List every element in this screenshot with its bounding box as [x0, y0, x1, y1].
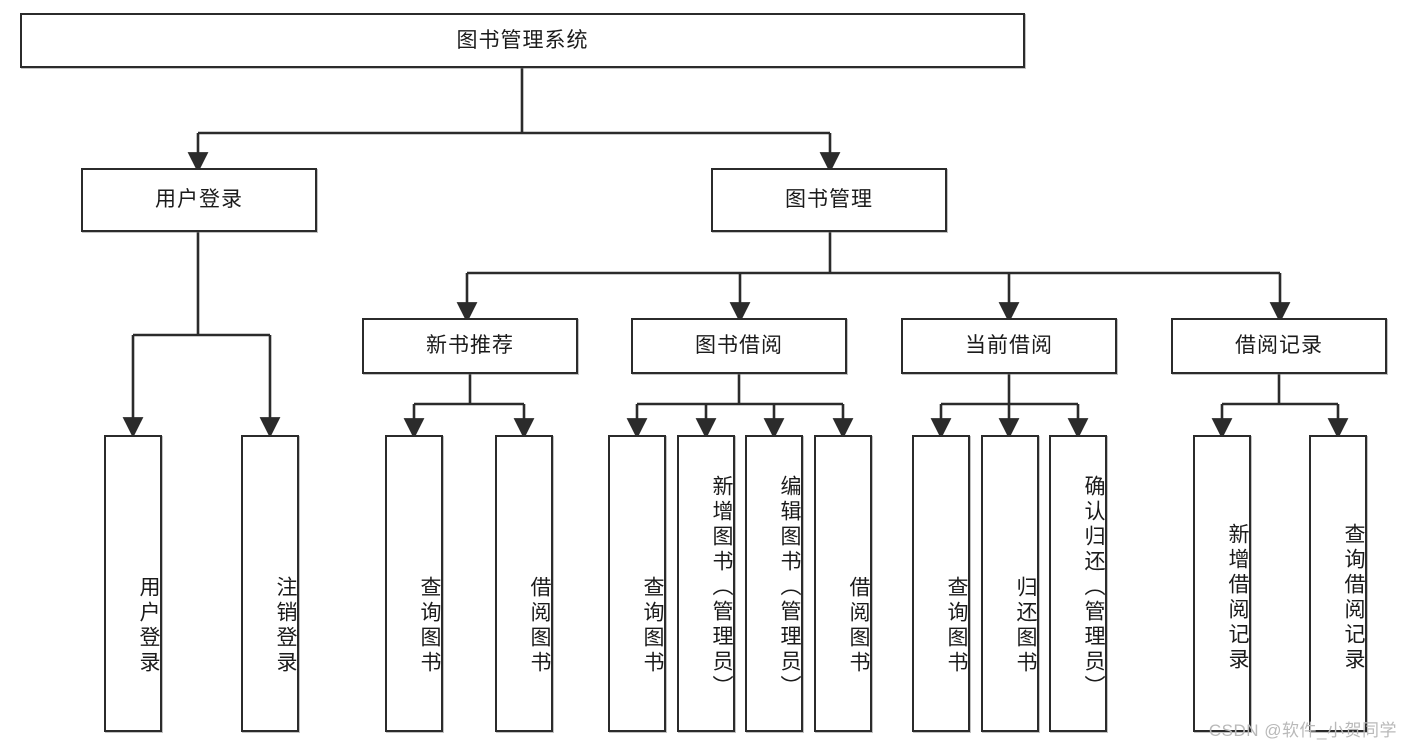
node-leaf-logout[interactable]: 注销登录 — [241, 435, 299, 732]
node-leaf-add-record-label: 新增借阅记录 — [1226, 522, 1249, 673]
node-leaf-return-book[interactable]: 归还图书 — [981, 435, 1039, 732]
node-leaf-confirm-return-label: 确认归还（管理员） — [1082, 475, 1105, 700]
node-leaf-borrow-book-2-label: 借阅图书 — [847, 576, 870, 676]
node-leaf-borrow-book-2[interactable]: 借阅图书 — [814, 435, 872, 732]
node-leaf-user-login[interactable]: 用户登录 — [104, 435, 162, 732]
node-leaf-add-book[interactable]: 新增图书（管理员） — [677, 435, 735, 732]
node-leaf-query-record-label: 查询借阅记录 — [1342, 522, 1365, 673]
node-leaf-confirm-return[interactable]: 确认归还（管理员） — [1049, 435, 1107, 732]
node-leaf-query-record[interactable]: 查询借阅记录 — [1309, 435, 1367, 732]
node-leaf-query-book-3-label: 查询图书 — [945, 576, 968, 676]
node-leaf-query-book-1-label: 查询图书 — [418, 576, 441, 676]
watermark-text: CSDN @软件_小贺同学 — [1208, 721, 1397, 740]
node-user-login[interactable]: 用户登录 — [81, 168, 317, 232]
node-new-book-rec[interactable]: 新书推荐 — [362, 318, 578, 374]
node-book-borrow[interactable]: 图书借阅 — [631, 318, 847, 374]
node-leaf-add-record[interactable]: 新增借阅记录 — [1193, 435, 1251, 732]
node-book-manage[interactable]: 图书管理 — [711, 168, 947, 232]
node-new-book-rec-label: 新书推荐 — [426, 334, 514, 358]
node-user-login-label: 用户登录 — [155, 188, 243, 212]
node-leaf-user-login-label: 用户登录 — [137, 576, 160, 676]
node-leaf-return-book-label: 归还图书 — [1014, 576, 1037, 676]
node-leaf-borrow-book-1-label: 借阅图书 — [528, 576, 551, 676]
node-leaf-borrow-book-1[interactable]: 借阅图书 — [495, 435, 553, 732]
node-leaf-query-book-2[interactable]: 查询图书 — [608, 435, 666, 732]
node-book-borrow-label: 图书借阅 — [695, 334, 783, 358]
node-book-manage-label: 图书管理 — [785, 188, 873, 212]
node-leaf-edit-book-label: 编辑图书（管理员） — [778, 475, 801, 700]
node-borrow-record[interactable]: 借阅记录 — [1171, 318, 1387, 374]
node-borrow-record-label: 借阅记录 — [1235, 334, 1323, 358]
node-current-borrow[interactable]: 当前借阅 — [901, 318, 1117, 374]
node-root[interactable]: 图书管理系统 — [20, 13, 1025, 68]
node-leaf-query-book-3[interactable]: 查询图书 — [912, 435, 970, 732]
node-current-borrow-label: 当前借阅 — [965, 334, 1053, 358]
node-leaf-query-book-1[interactable]: 查询图书 — [385, 435, 443, 732]
node-leaf-query-book-2-label: 查询图书 — [641, 576, 664, 676]
node-leaf-add-book-label: 新增图书（管理员） — [710, 475, 733, 700]
node-leaf-edit-book[interactable]: 编辑图书（管理员） — [745, 435, 803, 732]
node-leaf-logout-label: 注销登录 — [274, 576, 297, 676]
node-root-label: 图书管理系统 — [456, 28, 589, 52]
